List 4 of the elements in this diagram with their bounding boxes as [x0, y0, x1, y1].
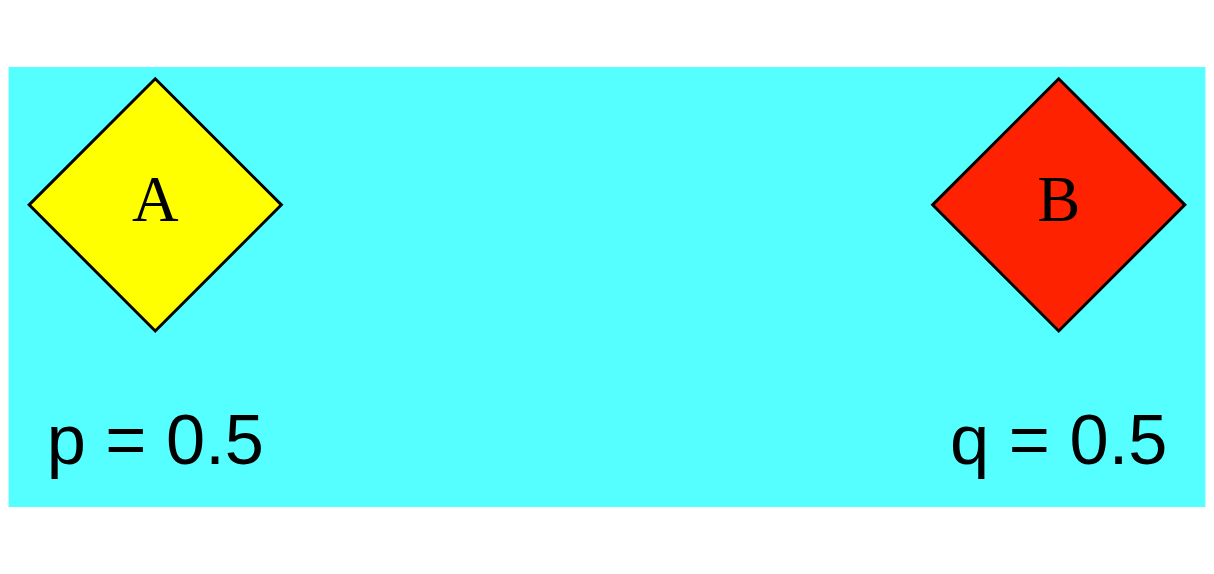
node-diamond: A — [27, 76, 284, 334]
node-diamond: B — [930, 76, 1187, 334]
node-label: p = 0.5 — [46, 399, 264, 479]
node-label: q = 0.5 — [950, 399, 1168, 479]
